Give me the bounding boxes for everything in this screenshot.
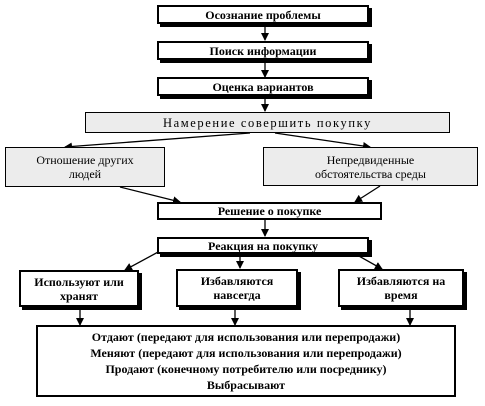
information-search-box: Поиск информации	[157, 41, 369, 60]
unforeseen-circumstances-label: Непредвиденные обстоятельства среды	[315, 152, 426, 181]
purchase-decision-box: Решение о покупке	[157, 202, 382, 220]
arrow-intention-to-circumstances	[274, 132, 371, 150]
arrow-reaction-to-dispose-temporarily	[349, 250, 383, 270]
outcome-line: Продают (конечному потребителю или посре…	[105, 362, 387, 376]
arrow-intention-to-others	[64, 132, 251, 151]
purchase-intention-label: Намерение совершить покупку	[162, 115, 373, 130]
dispose-forever-box: Избавляются навсегда	[176, 269, 298, 307]
others-attitude-label: Отношение других людей	[36, 153, 134, 181]
evaluation-box: Оценка вариантов	[157, 77, 369, 96]
evaluation-label: Оценка вариантов	[212, 79, 314, 94]
unforeseen-circumstances-box: Непредвиденные обстоятельства среды	[263, 147, 478, 186]
outcome-line: Выбрасывают	[206, 378, 286, 392]
outcomes-box: Отдают (передают для использования или п…	[36, 325, 456, 397]
dispose-forever-label: Избавляются навсегда	[200, 274, 274, 302]
arrow-reaction-to-use	[124, 250, 161, 271]
outcome-line: Отдают (передают для использования или п…	[91, 330, 401, 344]
purchase-reaction-box: Реакция на покупку	[157, 237, 369, 254]
problem-awareness-box: Осознание проблемы	[157, 5, 369, 24]
others-attitude-box: Отношение других людей	[5, 147, 165, 187]
information-search-label: Поиск информации	[209, 43, 317, 58]
use-or-keep-label: Используют или хранят	[34, 274, 124, 303]
purchase-reaction-label: Реакция на покупку	[208, 238, 318, 253]
outcome-line: Меняют (передают для использования или п…	[90, 346, 402, 360]
dispose-temporarily-box: Избавляются на время	[338, 269, 464, 307]
purchase-decision-label: Решение о покупке	[217, 204, 322, 218]
dispose-temporarily-label: Избавляются на время	[356, 274, 446, 302]
problem-awareness-label: Осознание проблемы	[205, 7, 321, 22]
purchase-intention-box: Намерение совершить покупку	[85, 112, 450, 133]
use-or-keep-box: Используют или хранят	[19, 270, 139, 307]
arrow-others-to-decision	[119, 186, 181, 205]
arrow-circumstances-to-decision	[354, 185, 381, 203]
